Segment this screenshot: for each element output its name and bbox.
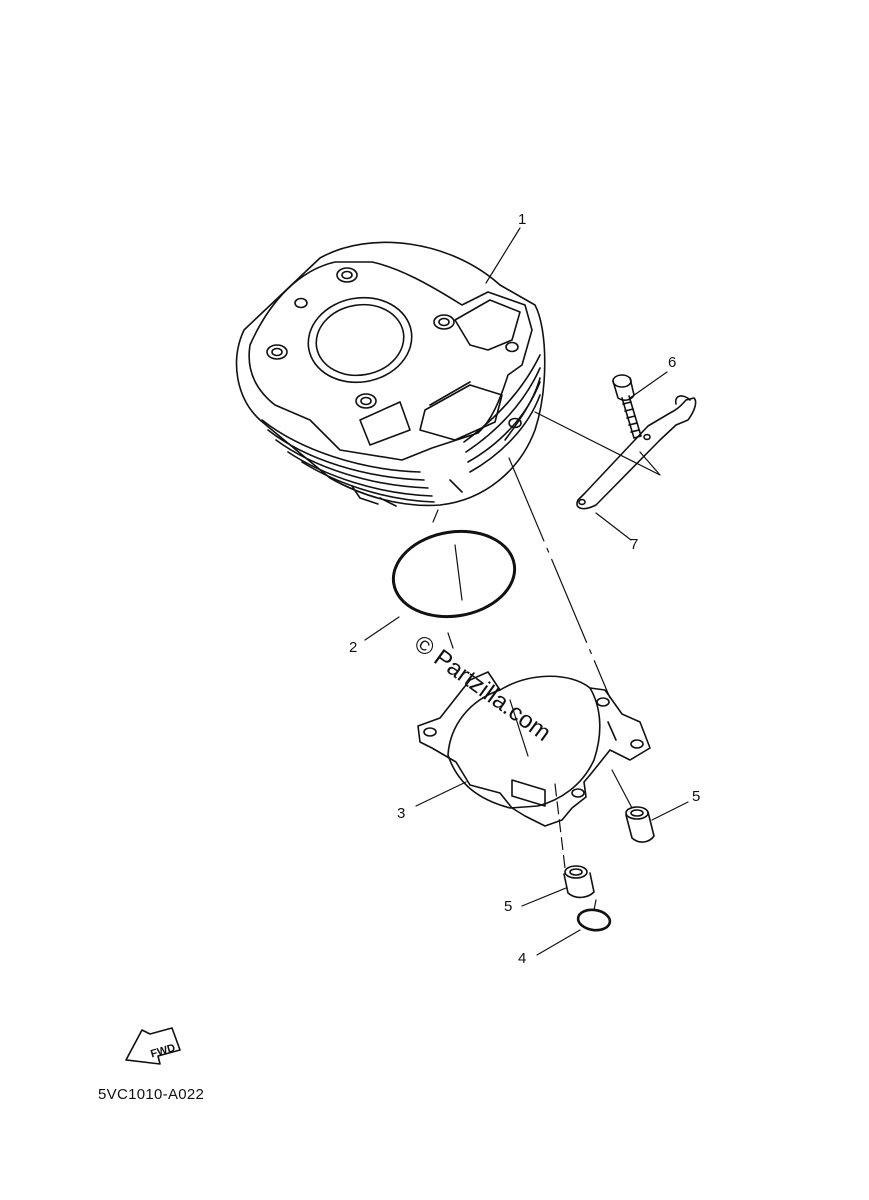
bracket-part-7 (576, 395, 697, 510)
callout-6: 6 (668, 354, 677, 371)
dowel-pin-part-5-left (563, 865, 595, 899)
fwd-arrow-icon: FWD (125, 1027, 181, 1065)
callout-7: 7 (630, 536, 639, 553)
diagram-part-code: 5VC1010-A022 (98, 1086, 205, 1103)
callout-2: 2 (349, 639, 358, 656)
o-ring-part-4 (576, 908, 612, 932)
dowel-pin-part-5-right (625, 806, 655, 843)
o-ring-part-2 (391, 529, 517, 619)
cylinder-part-1 (235, 241, 546, 507)
base-gasket-part-3 (417, 671, 651, 827)
fwd-label: FWD (149, 1042, 176, 1060)
assembly-lines (432, 411, 661, 911)
callout-3: 3 (397, 805, 406, 822)
callout-5-left: 5 (504, 898, 513, 915)
callout-4: 4 (518, 950, 527, 967)
callout-1: 1 (518, 211, 527, 228)
callout-leaders (364, 227, 689, 956)
bolt-part-6 (612, 374, 642, 439)
callout-5-right: 5 (692, 788, 701, 805)
